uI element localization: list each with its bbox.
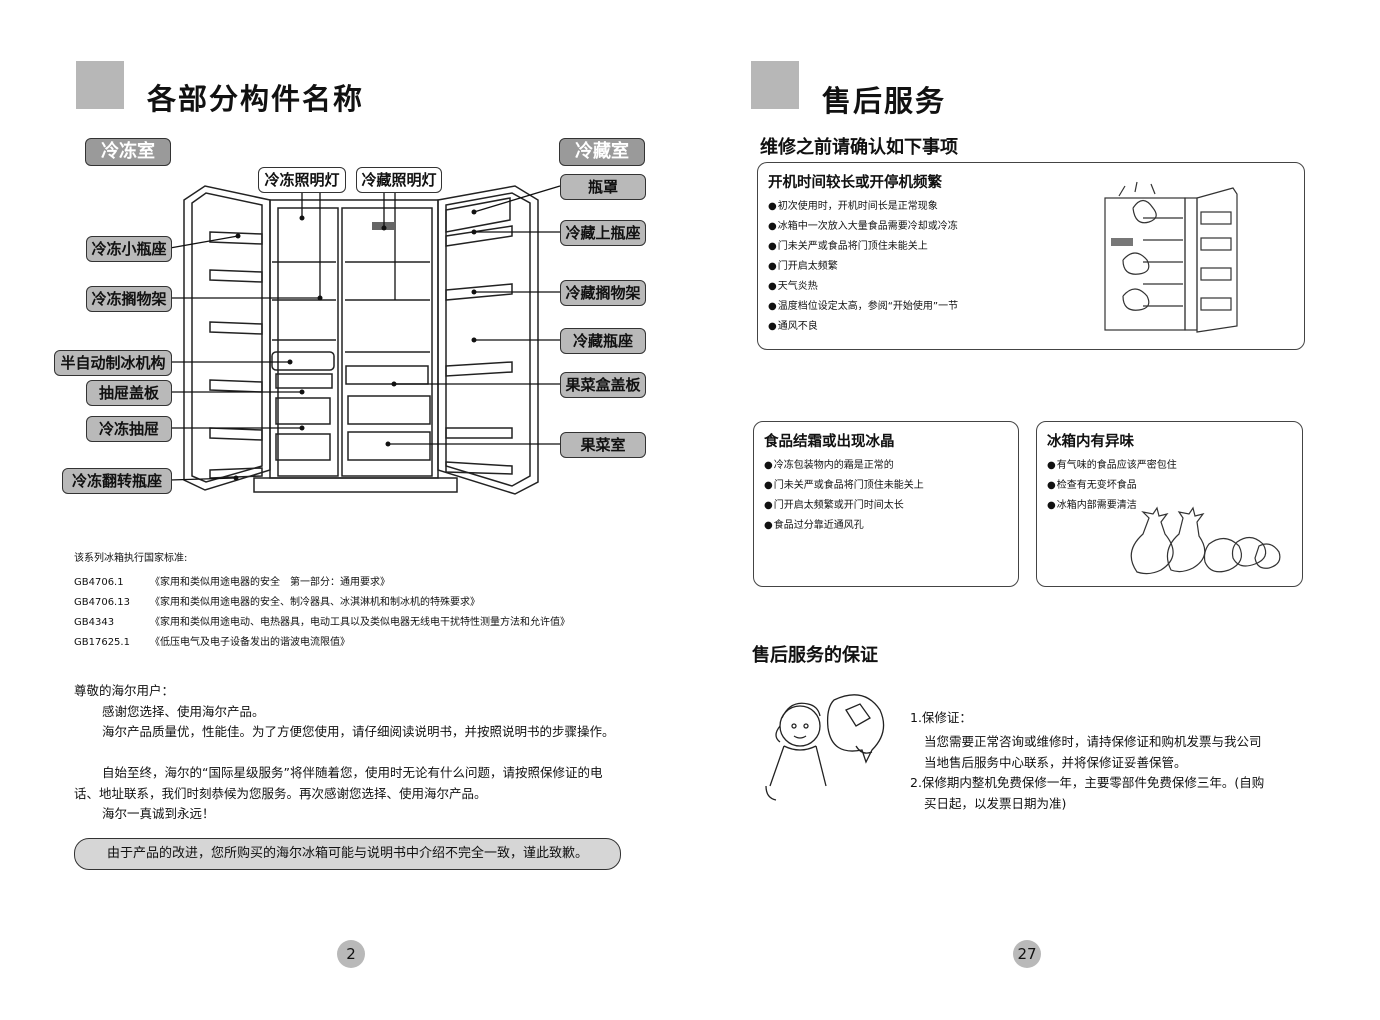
label-freezer-light: 冷冻照明灯	[258, 167, 346, 193]
label-crisper-cover: 果菜盒盖板	[560, 372, 646, 398]
label-ice-maker: 半自动制冰机构	[54, 350, 172, 376]
letter-para-2: 海尔产品质量优，性能佳。为了方便您使用，请仔细阅读说明书，并按照说明书的步骤操作…	[102, 724, 615, 739]
letter-para-4: 海尔一真诚到永远！	[102, 806, 215, 821]
label-fridge-upper-bottle: 冷藏上瓶座	[560, 220, 646, 246]
warranty-title: 售后服务的保证	[752, 645, 878, 666]
page-number-right: 27	[1013, 940, 1041, 968]
warranty-line-4: 2.保修期内整机免费保修一年，主要零部件免费保修三年。(自购	[910, 775, 1265, 790]
open-fridge-illustration	[1104, 181, 1238, 333]
list-item: 初次使用时，开机时间长是正常现象	[768, 197, 958, 217]
label-freezer-small-bottle: 冷冻小瓶座	[86, 236, 172, 262]
standard-row: GB4706.13《家用和类似用途电器的安全、制冷器具、冰淇淋机和制冰机的特殊要…	[74, 597, 480, 608]
warranty-line-3: 当地售后服务中心联系，并将保修证妥善保管。	[924, 755, 1187, 770]
list-item: 冰箱内部需要清洁	[1047, 496, 1177, 516]
disclaimer-note: 由于产品的改进，您所购买的海尔冰箱可能与说明书中介绍不完全一致，谨此致歉。	[74, 838, 621, 870]
greeting: 尊敬的海尔用户：	[74, 683, 175, 698]
box-list: 冷冻包装物内的霜是正常的 门未关严或食品将门顶住未能关上 门开启太频繁或开门时间…	[764, 456, 924, 536]
label-drawer-cover: 抽屉盖板	[86, 380, 172, 406]
list-item: 冷冻包装物内的霜是正常的	[764, 456, 924, 476]
letter-para-3: 自始至终，海尔的“国际星级服务”将伴随着您，使用时无论有什么问题，请按照保修证的…	[74, 765, 603, 801]
letter-para-1: 感谢您选择、使用海尔产品。	[102, 704, 265, 719]
freezer-header: 冷冻室	[85, 138, 171, 166]
standard-row: GB4706.1《家用和类似用途电器的安全 第一部分：通用要求》	[74, 577, 390, 588]
food-bags-illustration	[1130, 506, 1281, 575]
list-item: 门开启太频繁	[768, 257, 958, 277]
list-item: 门开启太频繁或开门时间太长	[764, 496, 924, 516]
warranty-line-1: 1.保修证：	[910, 710, 972, 725]
label-fridge-light: 冷藏照明灯	[356, 167, 442, 193]
warranty-line-5: 买日起，以发票日期为准)	[924, 796, 1067, 811]
warranty-line-2: 当您需要正常咨询或维修时，请持保修证和购机发票与我公司	[924, 734, 1262, 749]
box-long-running: 开机时间较长或开停机频繁 初次使用时，开机时间长是正常现象 冰箱中一次放入大量食…	[757, 162, 1305, 350]
label-crisper: 果菜室	[560, 432, 646, 458]
list-item: 通风不良	[768, 317, 958, 337]
box-title: 冰箱内有异味	[1047, 434, 1134, 450]
label-fridge-shelf: 冷藏搁物架	[560, 280, 646, 306]
box-list: 初次使用时，开机时间长是正常现象 冰箱中一次放入大量食品需要冷却或冷冻 门未关严…	[768, 197, 958, 337]
box-frost: 食品结霜或出现冰晶 冷冻包装物内的霜是正常的 门未关严或食品将门顶住未能关上 门…	[753, 421, 1019, 587]
label-fridge-bottle: 冷藏瓶座	[560, 328, 646, 354]
list-item: 检查有无变坏食品	[1047, 476, 1177, 496]
page-title-right: 售后服务	[822, 84, 947, 118]
refrigerator-diagram	[169, 185, 561, 495]
page-title-left: 各部分构件名称	[147, 82, 365, 116]
box-list: 有气味的食品应该严密包住 检查有无变坏食品 冰箱内部需要清洁	[1047, 456, 1177, 516]
standard-row: GB17625.1《低压电气及电子设备发出的谐波电流限值》	[74, 637, 350, 648]
list-item: 食品过分靠近通风孔	[764, 516, 924, 536]
list-item: 温度档位设定太高，参阅“开始使用”一节	[768, 297, 958, 317]
title-marker-right	[751, 61, 799, 109]
list-item: 门未关严或食品将门顶住未能关上	[768, 237, 958, 257]
list-item: 门未关严或食品将门顶住未能关上	[764, 476, 924, 496]
label-bottle-cover: 瓶罩	[560, 174, 646, 200]
box-title: 食品结霜或出现冰晶	[764, 434, 895, 450]
list-item: 冰箱中一次放入大量食品需要冷却或冷冻	[768, 217, 958, 237]
page-number-left: 2	[337, 940, 365, 968]
fridge-header: 冷藏室	[559, 138, 645, 166]
standards-intro: 该系列冰箱执行国家标准:	[74, 553, 188, 564]
box-odor: 冰箱内有异味 有气味的食品应该严密包住 检查有无变坏食品 冰箱内部需要清洁	[1036, 421, 1303, 587]
list-item: 天气炎热	[768, 277, 958, 297]
list-item: 有气味的食品应该严密包住	[1047, 456, 1177, 476]
title-marker-left	[76, 61, 124, 109]
service-person-illustration	[765, 694, 885, 801]
label-freezer-shelf: 冷冻搁物架	[86, 286, 172, 312]
label-freezer-drawer: 冷冻抽屉	[86, 416, 172, 442]
label-freezer-flip-bottle: 冷冻翻转瓶座	[62, 468, 172, 494]
standard-row: GB4343《家用和类似用途电动、电热器具，电动工具以及类似电器无线电干扰特性测…	[74, 617, 570, 628]
box-title: 开机时间较长或开停机频繁	[768, 175, 942, 191]
section-subtitle: 维修之前请确认如下事项	[760, 137, 958, 158]
